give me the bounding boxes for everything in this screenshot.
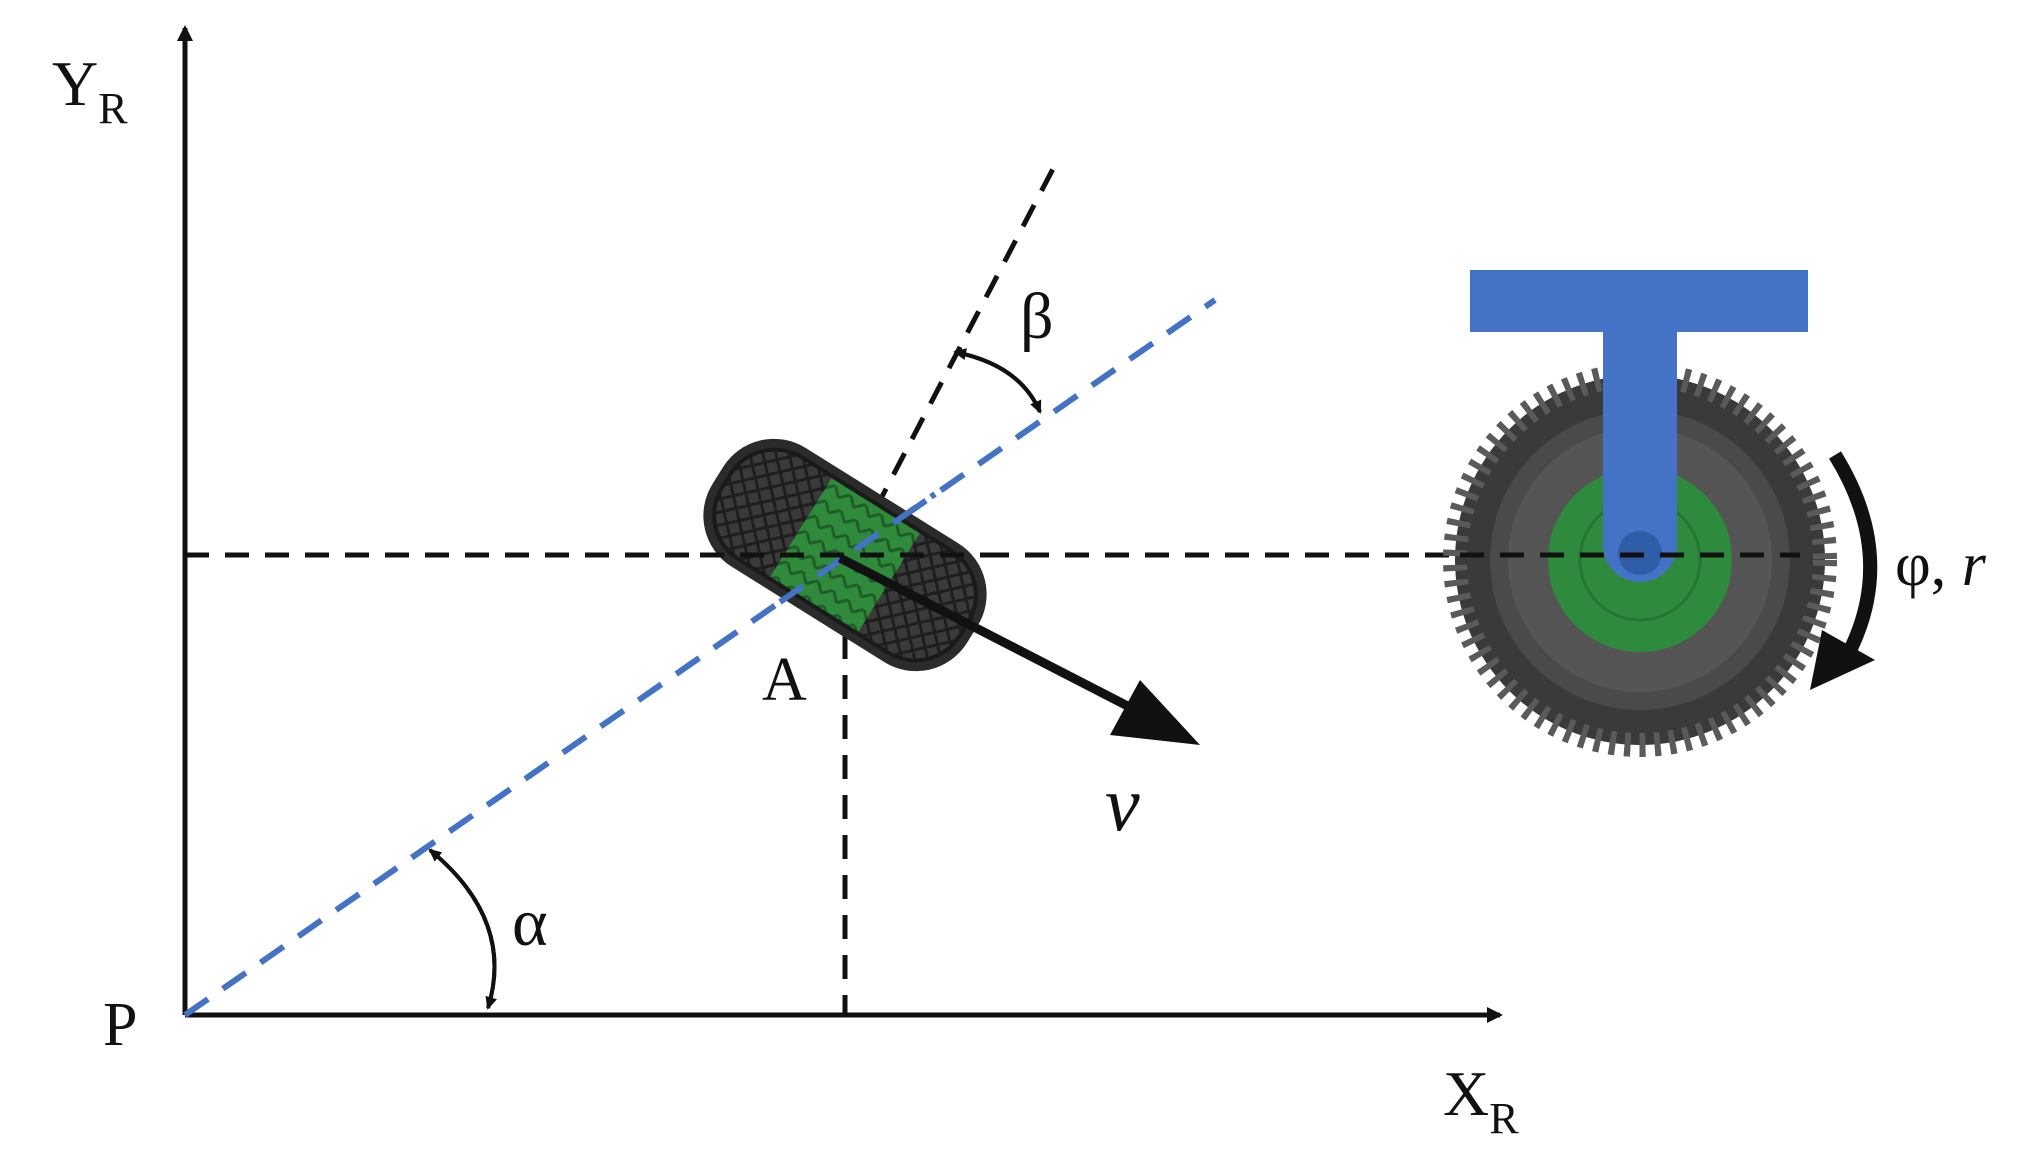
- velocity-label: v: [1105, 760, 1140, 847]
- curved-arrow-icon: [1829, 451, 1878, 664]
- beta-arc: [954, 350, 1042, 414]
- velocity-arrowhead: [1110, 680, 1200, 745]
- alpha-arc: [428, 848, 497, 1010]
- tire-top-view-icon: [703, 438, 987, 672]
- alpha-arc-start: [428, 848, 497, 1009]
- radial-line-pa: [183, 297, 1217, 1018]
- wheel-side-view-icon: [1443, 270, 1837, 757]
- y-axis-label: YR: [52, 48, 128, 133]
- point-a-label: A: [762, 646, 807, 714]
- alpha-label: α: [512, 884, 548, 960]
- beta-arc-start: [953, 348, 1042, 413]
- velocity-arrow: [837, 553, 1148, 720]
- x-axis-label: XR: [1443, 1058, 1519, 1143]
- rotation-label: φ, r: [1895, 531, 1987, 599]
- wheel-axis-line: [872, 163, 1058, 512]
- beta-label: β: [1020, 280, 1054, 353]
- radial-line-overlay: [778, 491, 937, 605]
- curved-arrowhead: [1810, 630, 1875, 690]
- origin-label: P: [103, 991, 137, 1059]
